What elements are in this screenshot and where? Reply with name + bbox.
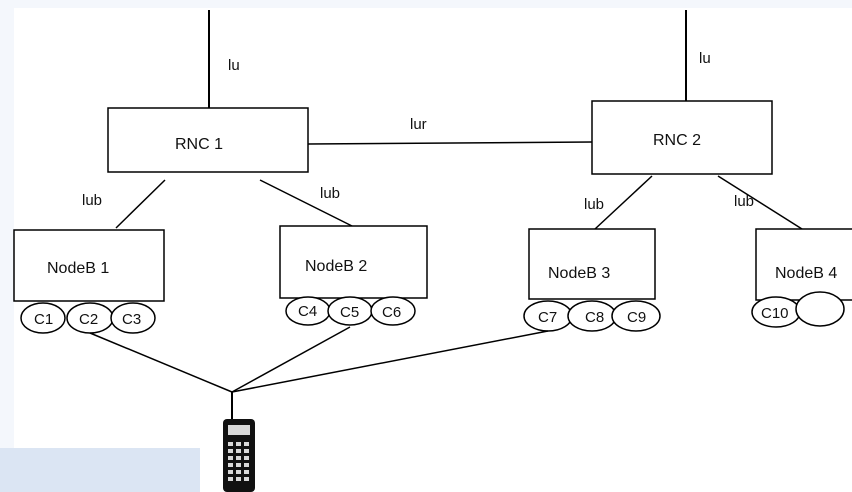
rnc2-label: RNC 2 (653, 132, 701, 149)
radio-link-c5 (231, 326, 351, 393)
iub-label-3: lub (584, 196, 604, 213)
cell-c1 (20, 302, 66, 334)
iur-link (307, 141, 593, 145)
cell-c7-label: C7 (538, 309, 557, 326)
cell-c11 (795, 291, 845, 327)
cell-c8-label: C8 (585, 309, 604, 326)
nodeb1-label: NodeB 1 (47, 260, 109, 277)
cell-c5-label: C5 (340, 304, 359, 321)
cell-c1-label: C1 (34, 311, 53, 328)
nodeb2-label: NodeB 2 (305, 258, 367, 275)
mobile-phone-icon (223, 419, 255, 492)
iu-label-right: lu (699, 50, 711, 67)
cell-c6-label: C6 (382, 304, 401, 321)
cell-c9-label: C9 (627, 309, 646, 326)
radio-link-c7 (231, 330, 549, 393)
iub-label-4: lub (734, 193, 754, 210)
rnc2-box (591, 100, 773, 175)
nodeb4-box (755, 228, 852, 301)
radio-link-c2 (89, 332, 233, 393)
iub-link-2 (259, 179, 353, 227)
nodeb4-label: NodeB 4 (775, 265, 837, 282)
iub-link-4 (717, 175, 803, 230)
cell-c3 (110, 302, 156, 334)
iub-label-2: lub (320, 185, 340, 202)
nodeb3-label: NodeB 3 (548, 265, 610, 282)
cell-c9 (611, 300, 661, 332)
iur-label: lur (410, 116, 427, 133)
cell-c6 (370, 296, 416, 326)
cell-c4-label: C4 (298, 303, 317, 320)
iub-link-3 (594, 175, 653, 230)
left-bottom-strip (0, 448, 200, 492)
rnc1-box (107, 107, 309, 173)
rnc1-label: RNC 1 (175, 136, 223, 153)
iub-link-1 (115, 179, 166, 229)
cell-c2-label: C2 (79, 311, 98, 328)
cell-c3-label: C3 (122, 311, 141, 328)
iu-label-left: lu (228, 57, 240, 74)
nodeb3-box (528, 228, 656, 300)
iub-label-1: lub (82, 192, 102, 209)
nodeb1-box (13, 229, 165, 302)
cell-c10-label: C10 (761, 305, 789, 322)
